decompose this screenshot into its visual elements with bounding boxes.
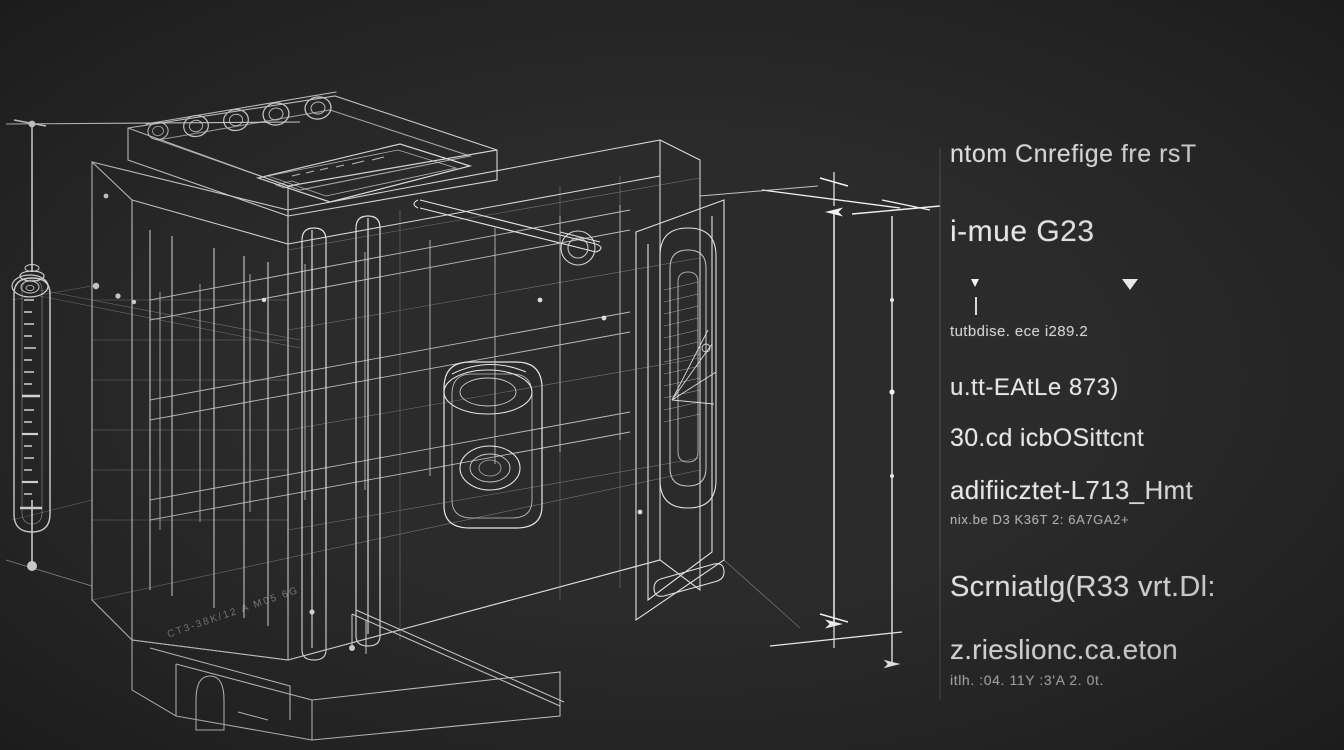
hardware-nodes xyxy=(92,193,643,651)
door-panel-right xyxy=(635,199,725,622)
height-dimension-right-outer xyxy=(851,199,941,669)
annotation-big-line-1: Scrniatlg(R33 vrt.Dl: xyxy=(950,571,1216,603)
annotation-mid-line-2: 30.cd icbOSittcnt xyxy=(950,424,1145,452)
annotation-text-panel: ntom Cnrefige fre rsT i-mue G23 tutbdise… xyxy=(950,140,1340,688)
caret-marker-left xyxy=(971,279,979,287)
annotation-mid-line-3: adifiicztet-L713_Hmt xyxy=(950,475,1193,505)
height-dimension-left xyxy=(5,119,301,587)
base-plate xyxy=(131,609,565,741)
annotation-micro-line-2: itlh. :04. 11Y :3'A 2. 0t. xyxy=(950,672,1104,688)
scale-gauge xyxy=(11,264,51,533)
height-dimension-right-inner xyxy=(761,172,903,648)
drum-assembly xyxy=(443,361,543,529)
caret-marker-right xyxy=(1122,279,1138,290)
annotation-small-note: tutbdise. ece i289.2 xyxy=(950,323,1089,340)
handle-bar xyxy=(413,199,602,266)
annotation-title: ntom Cnrefige fre rsT xyxy=(950,140,1197,168)
display-panel xyxy=(255,143,473,203)
annotation-micro-line-1: nix.be D3 K36T 2: 6A7GA2+ xyxy=(950,512,1130,527)
construction-lines xyxy=(11,176,701,640)
annotation-subtitle: i-mue G23 xyxy=(950,215,1095,248)
annotation-mid-line-1: u.tt-EAtLe 873) xyxy=(950,374,1119,401)
leader-lines xyxy=(699,185,819,629)
inner-column xyxy=(301,215,381,661)
caret-marker-left-stem xyxy=(975,297,977,315)
annotation-big-line-2: z.rieslionc.ca.eton xyxy=(950,634,1178,665)
